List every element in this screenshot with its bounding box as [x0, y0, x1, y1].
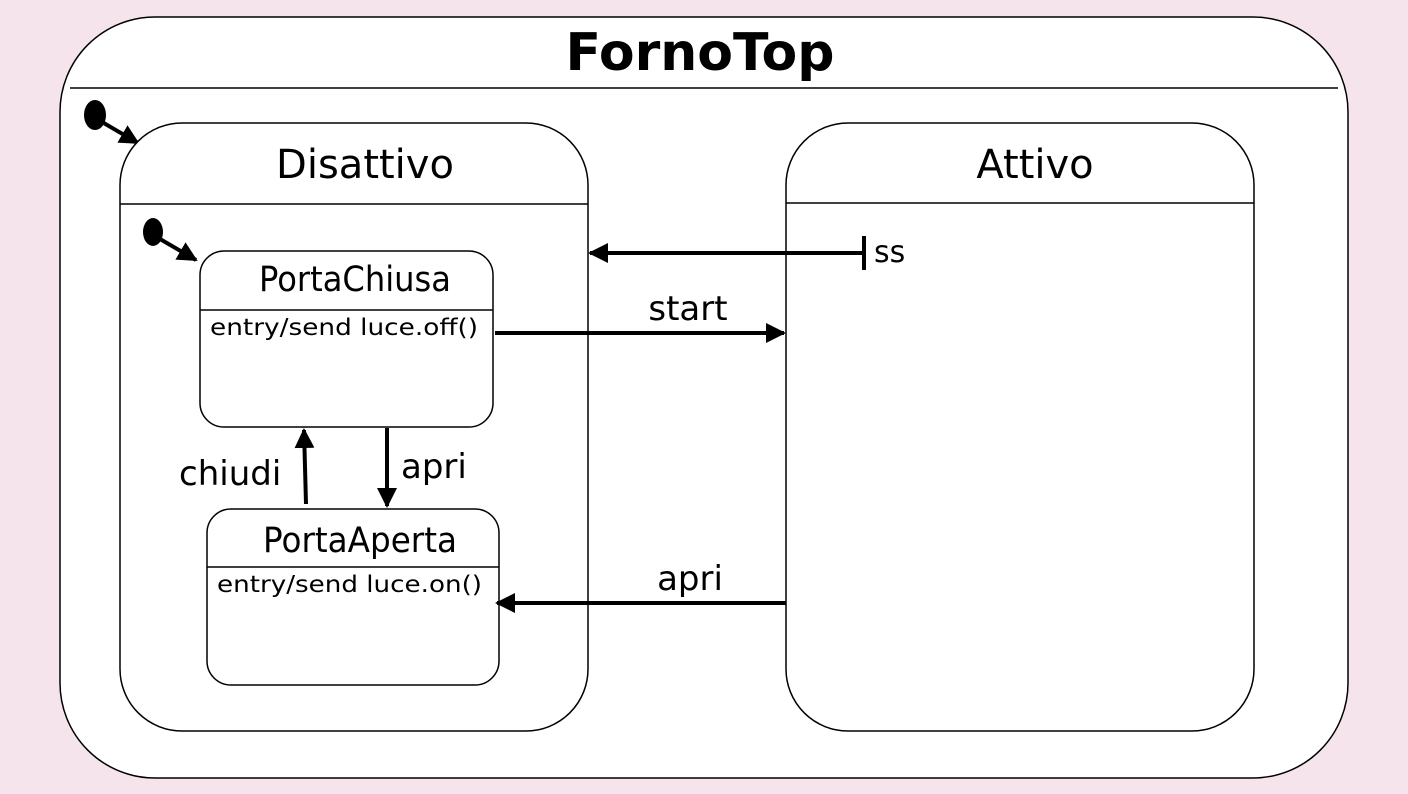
initial-state-disattivo — [143, 218, 198, 262]
transition-start-label: start — [648, 289, 727, 329]
transition-apri-internal[interactable]: apri — [377, 428, 467, 508]
porta-aperta-entry: entry/send luce.on() — [217, 572, 482, 598]
porta-aperta-title: PortaAperta — [263, 521, 457, 561]
transition-apri-external[interactable]: apri — [495, 559, 786, 613]
porta-chiusa-entry: entry/send luce.off() — [210, 315, 478, 341]
transition-chiudi[interactable]: chiudi — [179, 428, 315, 505]
state-porta-aperta[interactable]: PortaAperta entry/send luce.on() — [206, 508, 500, 686]
transition-apri-external-label: apri — [657, 559, 723, 599]
disattivo-title: Disattivo — [276, 142, 454, 188]
state-porta-chiusa[interactable]: PortaChiusa entry/send luce.off() — [199, 250, 494, 428]
transition-chiudi-label: chiudi — [179, 454, 281, 494]
transition-ss[interactable]: ss — [588, 235, 905, 270]
fornotop-title: FornoTop — [565, 23, 834, 83]
initial-state-top — [84, 100, 140, 145]
state-attivo[interactable]: Attivo — [785, 122, 1255, 732]
transition-start[interactable]: start — [495, 289, 786, 343]
porta-chiusa-title: PortaChiusa — [259, 260, 451, 300]
transition-apri-internal-label: apri — [401, 447, 467, 487]
attivo-title: Attivo — [976, 142, 1093, 188]
transition-ss-label: ss — [874, 235, 905, 270]
